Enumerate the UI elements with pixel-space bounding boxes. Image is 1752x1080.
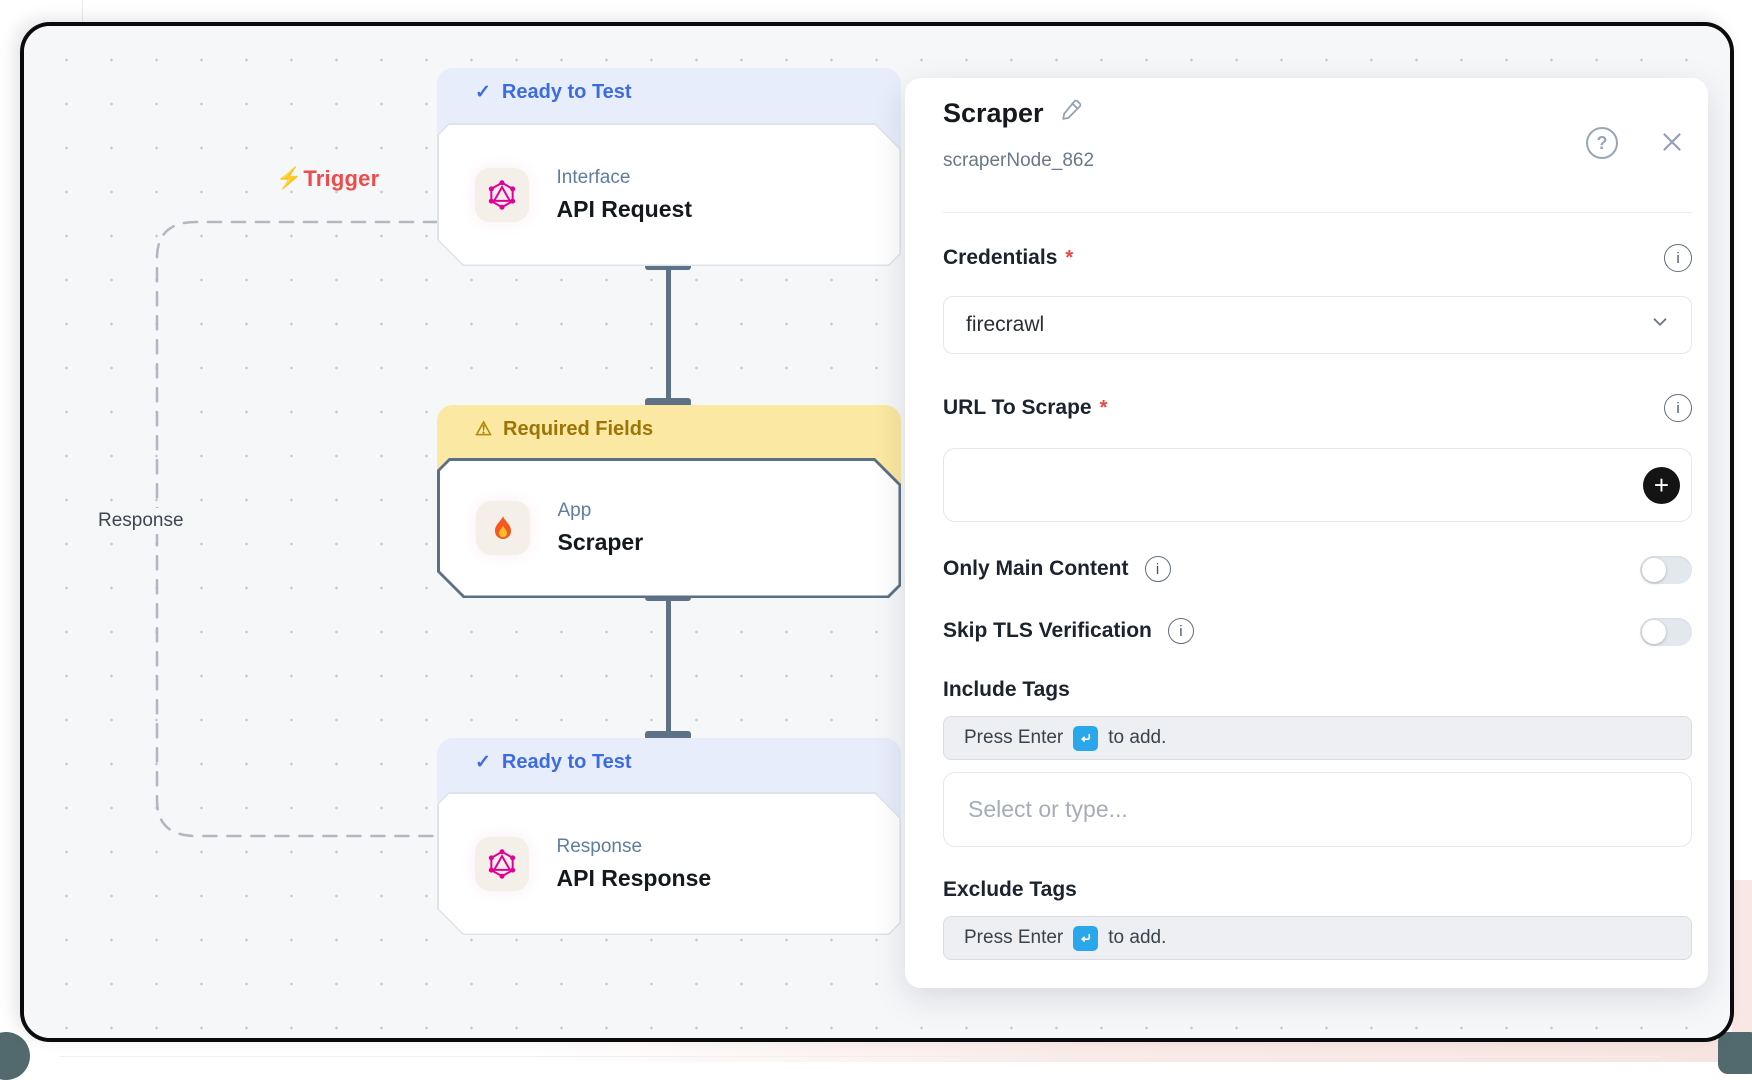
url-to-scrape-input[interactable] (943, 448, 1692, 522)
connector-handle[interactable] (645, 731, 691, 740)
skip-tls-verification-label: Skip TLS Verification (943, 619, 1152, 642)
chevron-down-icon (1649, 311, 1671, 339)
exclude-tags-label: Exclude Tags (943, 878, 1077, 901)
response-loop-label: Response (88, 508, 194, 534)
url-to-scrape-label: URL To Scrape (943, 396, 1092, 419)
graphql-icon (475, 168, 529, 222)
hint-suffix: to add. (1108, 927, 1167, 948)
node-title: API Request (556, 195, 692, 222)
flame-icon (476, 501, 530, 555)
hint-prefix: Press Enter (964, 727, 1064, 748)
background-corner-shape (1718, 1032, 1752, 1074)
panel-title: Scraper (943, 98, 1044, 128)
node-title: Scraper (557, 529, 644, 555)
node-category: Response (556, 835, 643, 857)
lightning-bolt-icon: ⚡ (276, 167, 303, 190)
info-icon[interactable]: i (1664, 394, 1692, 422)
info-icon[interactable]: i (1664, 244, 1692, 272)
toggle-knob (1642, 558, 1666, 582)
include-tags-hint-bar: Press Enter to add. (943, 716, 1692, 760)
enter-key-icon (1073, 725, 1099, 751)
add-variable-button[interactable]: + (1643, 467, 1680, 504)
node-category: Interface (556, 166, 631, 188)
credentials-select[interactable]: firecrawl (943, 296, 1692, 354)
info-icon[interactable]: i (1167, 618, 1194, 644)
credentials-label: Credentials (943, 246, 1058, 269)
required-asterisk: * (1065, 246, 1074, 269)
only-main-content-label: Only Main Content (943, 557, 1129, 580)
skip-tls-verification-toggle[interactable] (1640, 618, 1692, 646)
node-api-request[interactable]: Interface API Request (437, 123, 901, 266)
workflow-canvas[interactable]: ⚡Trigger Response ✓ Ready to Test (24, 26, 1730, 1038)
trigger-label: ⚡Trigger (276, 166, 379, 192)
node-config-panel: Scraper scraperNode_862 ? Credentials * (905, 78, 1708, 988)
badge-label: Ready to Test (501, 751, 632, 773)
panel-divider (943, 212, 1692, 213)
include-tags-input[interactable] (943, 772, 1692, 847)
include-tags-label: Include Tags (943, 678, 1070, 701)
credentials-selected-value: firecrawl (966, 313, 1045, 336)
info-icon[interactable]: i (1144, 556, 1171, 582)
warning-icon: ⚠ (475, 419, 493, 440)
page-background-pink-right (1732, 880, 1752, 1062)
edit-pencil-icon[interactable] (1059, 97, 1084, 127)
connector-line (666, 598, 671, 738)
node-category: App (557, 500, 592, 521)
graphql-icon (475, 837, 529, 891)
required-asterisk: * (1099, 396, 1108, 419)
help-icon[interactable]: ? (1586, 127, 1618, 159)
close-icon[interactable] (1657, 127, 1687, 157)
check-icon: ✓ (475, 82, 491, 103)
enter-key-icon (1073, 925, 1099, 951)
hint-prefix: Press Enter (964, 927, 1064, 948)
exclude-tags-hint-bar: Press Enter to add. (943, 916, 1692, 960)
node-scraper[interactable]: App Scraper (437, 458, 901, 598)
trigger-label-text: Trigger (303, 166, 380, 191)
connector-handle[interactable] (645, 398, 691, 407)
node-api-response[interactable]: Response API Response (437, 792, 901, 935)
hint-suffix: to add. (1108, 727, 1167, 748)
node-title: API Response (556, 864, 712, 891)
check-icon: ✓ (475, 752, 491, 773)
toggle-knob (1642, 620, 1666, 644)
badge-label: Ready to Test (501, 81, 632, 103)
badge-label: Required Fields (503, 418, 654, 440)
connector-line (666, 266, 671, 405)
workflow-window-frame: ⚡Trigger Response ✓ Ready to Test (20, 22, 1734, 1042)
node-id-label: scraperNode_862 (943, 150, 1095, 171)
only-main-content-toggle[interactable] (1640, 556, 1692, 584)
page-background-pink-bottom (0, 1040, 1752, 1062)
background-grid-line (60, 1056, 1660, 1057)
background-grid-line (82, 0, 83, 22)
